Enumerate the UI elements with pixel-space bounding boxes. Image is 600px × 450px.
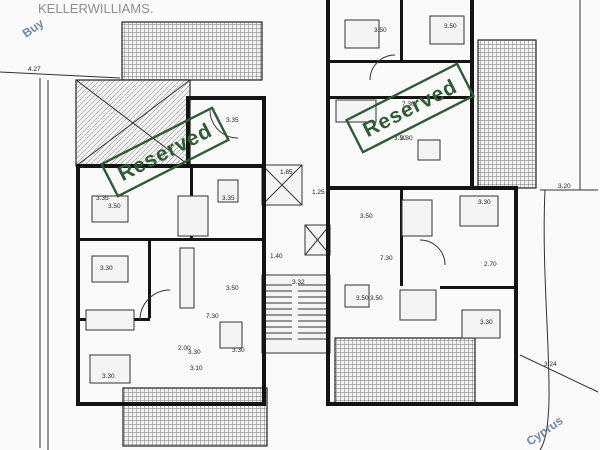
bathroom	[335, 99, 377, 123]
room-dimension-label: 3.30	[188, 349, 201, 356]
room-dimension-label: 3.32	[292, 279, 305, 286]
room-dimension-label: 7.30	[206, 313, 219, 320]
bed	[344, 19, 380, 49]
room-dimension-label: 3.30	[102, 373, 115, 380]
kitchen-counter	[179, 247, 195, 309]
room-dimension-label: 1.25	[312, 189, 325, 196]
room-dimension-label: 2.30	[400, 135, 413, 142]
terraces	[75, 21, 537, 447]
bathroom	[399, 289, 437, 321]
fixtures	[85, 15, 501, 384]
room-dimension-label: 3.30	[480, 319, 493, 326]
room-dimension-label: 3.35	[226, 117, 239, 124]
room-dimension-label: 7.30	[380, 255, 393, 262]
room-dimension-label: 7.30	[402, 101, 415, 108]
watermark-right: Cyprus	[524, 413, 566, 448]
room-dimension-label: 3.35	[96, 195, 109, 202]
room-dimension-label: 3.50	[394, 135, 407, 142]
bathroom	[85, 309, 135, 331]
room-dimension-label: 3.30	[478, 199, 491, 206]
brand-logo: KELLERWILLIAMS.	[38, 1, 153, 16]
room-dimension-label: 3.50	[226, 285, 239, 292]
room-dimension-label: 3.50	[370, 295, 383, 302]
room-dimension-label: 1.85	[280, 169, 293, 176]
dining-table	[417, 139, 441, 161]
bed	[459, 195, 499, 227]
room-dimension-label: 3.50	[108, 203, 121, 210]
bed	[91, 195, 129, 223]
room-dimension-label: 3.50	[444, 23, 457, 30]
stair-core	[261, 164, 331, 354]
dimension-right-lower: 3.24	[544, 361, 557, 368]
watermark-left: Buy	[20, 16, 47, 41]
dimension-right-mid: 3.20	[558, 183, 571, 190]
room-dimension-label: 3.10	[190, 365, 203, 372]
room-dimension-label: 3.35	[222, 195, 235, 202]
bed	[91, 255, 129, 283]
room-dimension-label: 2.70	[484, 261, 497, 268]
room-labels: 3.353.503.353.303.303.503.503.503.303.50…	[96, 23, 497, 380]
dimension-top-left: 4.27	[28, 66, 41, 73]
room-dimension-label: 3.30	[100, 265, 113, 272]
bed	[89, 354, 131, 384]
room-dimension-label: 3.50	[360, 213, 373, 220]
bed	[429, 15, 465, 45]
dining-table	[344, 284, 370, 308]
bed	[461, 309, 501, 339]
kitchen-counter	[177, 195, 209, 237]
dining-table	[219, 321, 243, 349]
room-dimension-label: 3.50	[374, 27, 387, 34]
room-dimension-label: 2.00	[178, 345, 191, 352]
room-dimension-label: 3.30	[232, 347, 245, 354]
room-dimension-label: 1.40	[270, 253, 283, 260]
kitchen-counter	[401, 199, 433, 237]
room-dimension-label: 3.50	[356, 295, 369, 302]
dining-table	[217, 179, 239, 203]
